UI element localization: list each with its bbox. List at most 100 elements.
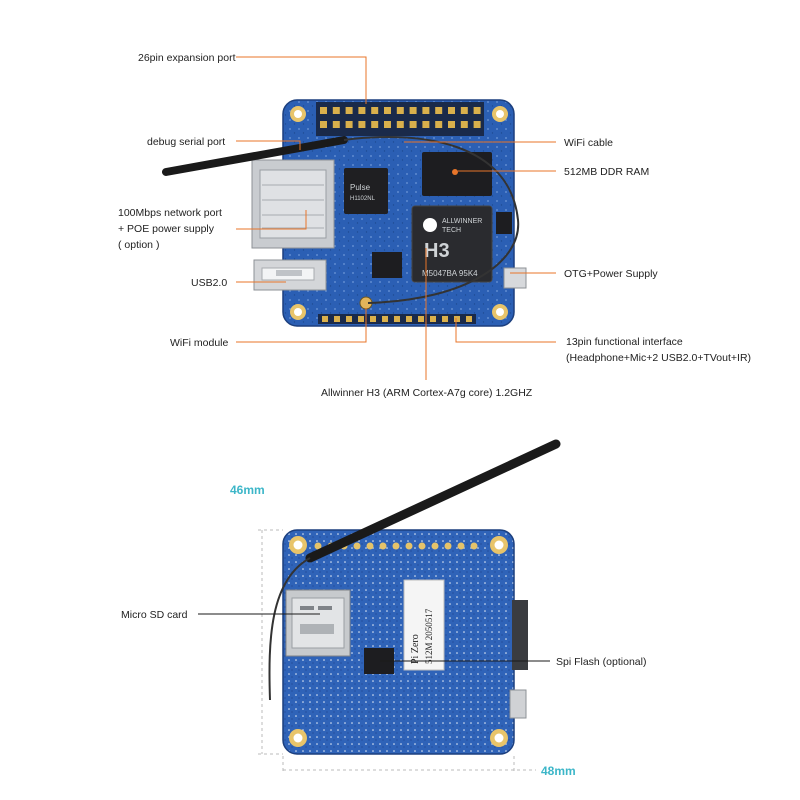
bottom-leader-lines — [198, 613, 550, 662]
header-pin — [460, 121, 468, 128]
dimension-height: 46mm — [230, 483, 265, 497]
header-pin — [422, 107, 430, 114]
header-pin — [435, 121, 443, 128]
header-pin — [396, 107, 404, 114]
mounting-holes-top — [290, 106, 508, 320]
header-pin — [320, 121, 327, 128]
side-connector — [512, 600, 528, 670]
header-pin — [371, 121, 379, 128]
pad-row — [314, 542, 478, 550]
ethernet-port — [251, 159, 335, 249]
pad — [353, 542, 361, 550]
header-pin — [345, 121, 353, 128]
label-usb: USB2.0 — [191, 277, 227, 289]
header-pin — [435, 107, 443, 114]
svg-text:512M 2050517: 512M 2050517 — [424, 608, 434, 664]
header-pin — [466, 316, 472, 322]
header-pin — [409, 121, 417, 128]
h3-soc: ALLWINNER TECH H3 M5047BA 95K4 — [411, 205, 493, 283]
svg-text:H1102NL: H1102NL — [350, 196, 376, 202]
label-ram: 512MB DDR RAM — [564, 166, 649, 178]
small-chip — [372, 252, 402, 278]
pad — [431, 542, 439, 550]
header-pin — [332, 107, 340, 114]
pad — [418, 542, 426, 550]
header-pin — [346, 316, 352, 322]
header-pin — [473, 107, 481, 114]
expansion-header — [316, 102, 484, 136]
small-chip — [496, 212, 512, 234]
header-pin — [345, 107, 353, 114]
header-pin — [448, 121, 455, 128]
label-func-interface: 13pin functional interface — [566, 336, 683, 348]
pad — [444, 542, 452, 550]
header-pin — [442, 316, 448, 322]
svg-text:M5047BA 95K4: M5047BA 95K4 — [422, 269, 478, 278]
pad — [314, 542, 322, 550]
wifi-antenna-bottom — [268, 439, 561, 701]
header-pin — [394, 316, 400, 322]
pad — [366, 542, 374, 550]
header-pin — [396, 121, 404, 128]
header-pin — [371, 107, 379, 114]
svg-text:Pulse: Pulse — [350, 183, 371, 192]
header-pin — [473, 121, 481, 128]
header-pin — [384, 121, 391, 128]
header-pin — [322, 316, 328, 322]
header-pin — [332, 121, 340, 128]
header-pin — [358, 121, 366, 128]
header-pin — [430, 316, 436, 322]
header-pin — [406, 316, 412, 322]
board-sticker: Pi Zero 512M 2050517 — [403, 579, 445, 671]
functional-header — [318, 314, 476, 324]
label-sd-card: Micro SD card — [121, 609, 188, 621]
header-pin — [334, 316, 340, 322]
svg-text:H3: H3 — [424, 240, 450, 262]
header-pin — [460, 107, 468, 114]
pulse-transformer: Pulse H1102NL — [344, 168, 388, 214]
side-usb — [509, 689, 527, 719]
label-soc: Allwinner H3 (ARM Cortex-A7g core) 1.2GH… — [321, 387, 533, 399]
otg-port — [503, 267, 527, 289]
label-expansion-port: 26pin expansion port — [138, 52, 236, 64]
header-pin — [418, 316, 424, 322]
pad — [457, 542, 465, 550]
label-debug-serial: debug serial port — [147, 136, 225, 148]
header-pin — [448, 107, 455, 114]
svg-text:Pi Zero: Pi Zero — [410, 634, 421, 664]
bottom-board: Pi Zero 512M 2050517 — [268, 439, 561, 755]
svg-text:TECH: TECH — [442, 227, 461, 234]
header-pin — [454, 316, 460, 322]
header-pin — [358, 107, 366, 114]
label-wifi-module: WiFi module — [170, 337, 229, 349]
header-pin — [370, 316, 376, 322]
label-wifi-cable: WiFi cable — [564, 137, 613, 149]
pad — [405, 542, 413, 550]
header-pin — [382, 316, 388, 322]
dimension-guides — [258, 529, 536, 774]
wifi-antenna — [162, 135, 520, 304]
label-spi-flash: Spi Flash (optional) — [556, 656, 646, 668]
mounting-holes-bottom — [289, 536, 508, 747]
usb-port — [253, 259, 327, 291]
top-labels: 26pin expansion port debug serial port 1… — [118, 52, 751, 399]
ram-chip — [422, 152, 492, 196]
sd-card-slot — [285, 589, 351, 657]
header-pin — [409, 107, 417, 114]
header-pin — [422, 121, 430, 128]
header-pin — [384, 107, 391, 114]
pad — [392, 542, 400, 550]
dimension-width: 48mm — [541, 764, 576, 778]
label-func-detail: (Headphone+Mic+2 USB2.0+TVout+IR) — [566, 352, 751, 364]
top-board: Pulse H1102NL ALLWINNER TECH H3 M5047BA … — [162, 99, 527, 327]
label-otg: OTG+Power Supply — [564, 268, 658, 280]
header-pin — [358, 316, 364, 322]
header-pin — [320, 107, 327, 114]
label-network-port: 100Mbps network port — [118, 207, 222, 219]
pad — [379, 542, 387, 550]
top-leader-lines — [236, 56, 556, 380]
svg-text:ALLWINNER: ALLWINNER — [442, 218, 482, 225]
label-option: ( option ) — [118, 239, 159, 251]
label-poe: + POE power supply — [118, 223, 215, 235]
